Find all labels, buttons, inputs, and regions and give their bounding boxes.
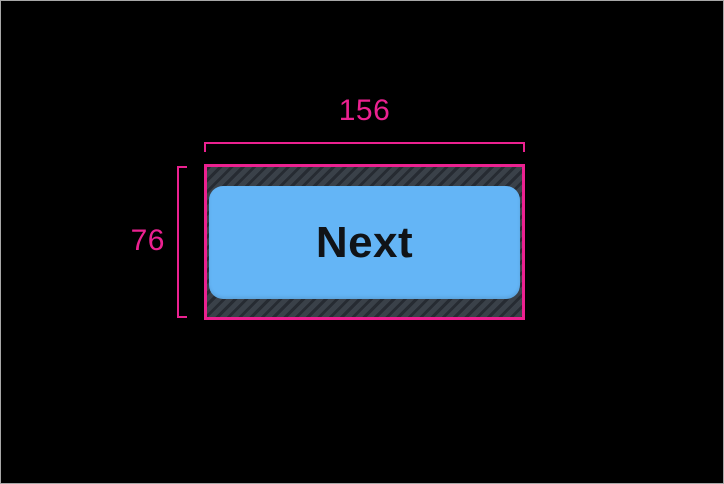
selected-widget-outline: Next — [204, 164, 525, 320]
next-button[interactable]: Next — [209, 186, 520, 299]
height-dimension-label: 76 — [130, 224, 165, 257]
width-measure-bracket — [204, 142, 525, 152]
width-dimension-label: 156 — [338, 94, 391, 127]
height-measure-bracket — [177, 166, 187, 318]
